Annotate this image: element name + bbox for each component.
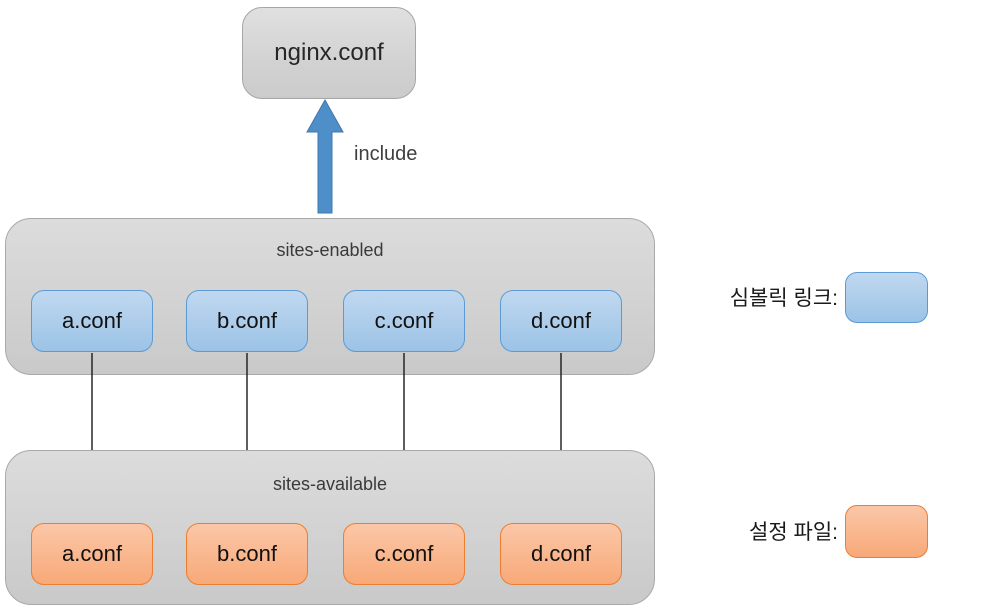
- available-file-a: a.conf: [31, 523, 153, 585]
- enabled-file-d: d.conf: [500, 290, 622, 352]
- sites-available-title: sites-available: [272, 474, 388, 494]
- available-file-c: c.conf: [343, 523, 465, 585]
- include-label: include: [354, 143, 418, 165]
- sites-enabled-title: sites-enabled: [276, 240, 384, 260]
- nginx-conf-node: nginx.conf: [242, 7, 416, 99]
- nginx-conf-label: nginx.conf: [274, 39, 384, 66]
- legend-config-file-swatch: [845, 504, 928, 558]
- enabled-file-a: a.conf: [31, 290, 153, 352]
- legend-symbolic-link-label: 심볼릭 링크:: [729, 287, 838, 310]
- legend-config-file-label: 설정 파일:: [749, 521, 838, 544]
- include-arrow-icon: [306, 99, 344, 214]
- legend-config-file: 설정 파일:: [706, 504, 928, 558]
- available-file-b: b.conf: [186, 523, 308, 585]
- enabled-file-b: b.conf: [186, 290, 308, 352]
- available-file-d: d.conf: [500, 523, 622, 585]
- legend-symbolic-link-swatch: [845, 271, 928, 323]
- legend-symbolic-link: 심볼릭 링크:: [706, 271, 928, 323]
- enabled-file-c: c.conf: [343, 290, 465, 352]
